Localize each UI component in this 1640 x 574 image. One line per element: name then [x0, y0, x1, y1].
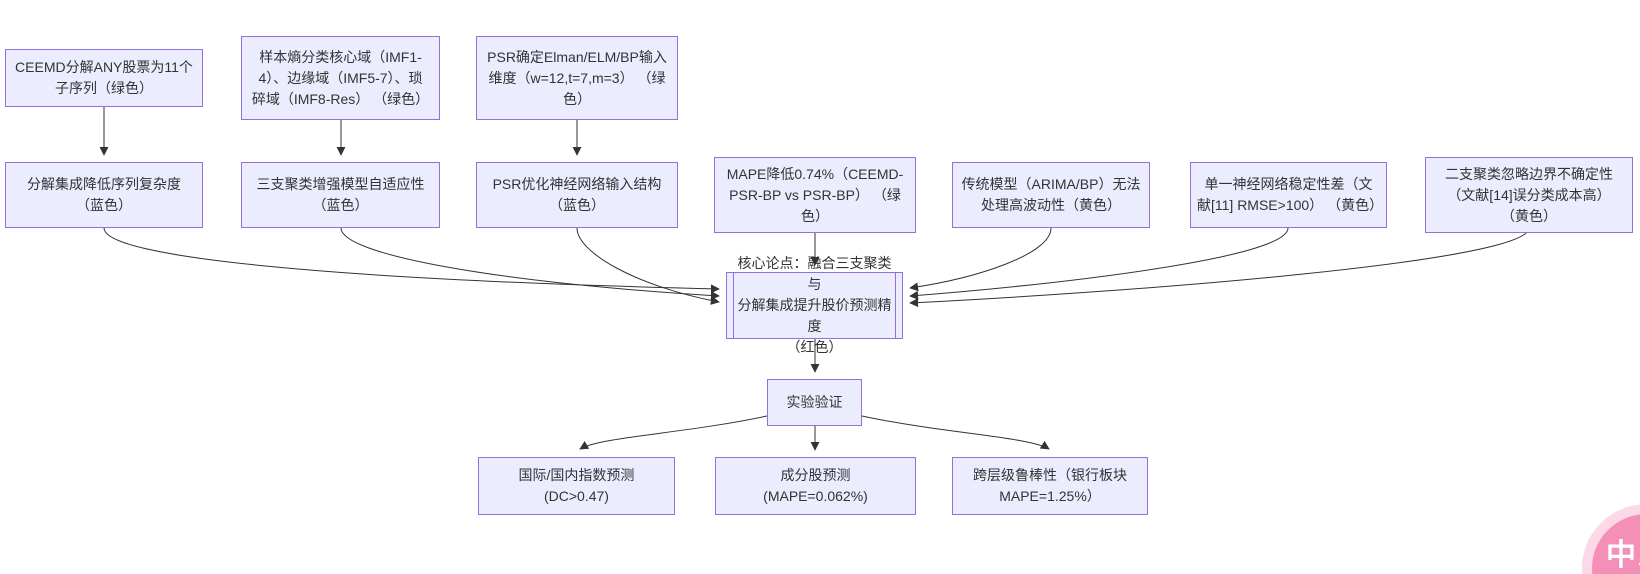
- node-stock-prediction: 成分股预测 (MAPE=0.062%): [715, 457, 916, 515]
- node-psr-dimension: PSR确定Elman/ELM/BP输入 维度（w=12,t=7,m=3） （绿 …: [476, 36, 678, 120]
- edge-decomposition-to-core: [103, 227, 720, 294]
- node-psr-benefit: PSR优化神经网络输入结构 （蓝色）: [476, 162, 678, 228]
- edge-psrbenefit-to-core: [576, 227, 720, 305]
- edge-experiment-to-robustness: [861, 415, 1050, 450]
- node-binary-cluster-limit: 二支聚类忽略边界不确定性 （文献[14]误分类成本高） （黄色）: [1425, 157, 1633, 233]
- node-experiment: 实验验证: [767, 379, 862, 426]
- edge-threeway-to-core: [340, 227, 720, 300]
- edge-traditional-to-core: [909, 227, 1052, 292]
- node-robustness: 跨层级鲁棒性（银行板块 MAPE=1.25%）: [952, 457, 1148, 515]
- node-ceemd-decompose: CEEMD分解ANY股票为11个 子序列（绿色）: [5, 49, 203, 107]
- node-traditional-limit: 传统模型（ARIMA/BP）无法 处理高波动性（黄色）: [952, 162, 1150, 228]
- node-decomposition-benefit: 分解集成降低序列复杂度 （蓝色）: [5, 162, 203, 228]
- translate-badge-button[interactable]: 中A: [1592, 514, 1640, 574]
- node-three-way-benefit: 三支聚类增强模型自适应性 （蓝色）: [241, 162, 440, 228]
- node-mape-improvement: MAPE降低0.74%（CEEMD- PSR-BP vs PSR-BP） （绿 …: [714, 157, 916, 233]
- node-sample-entropy: 样本熵分类核心域（IMF1- 4）、边缘域（IMF5-7）、琐 碎域（IMF8-…: [241, 36, 440, 120]
- edge-experiment-to-index: [579, 415, 768, 450]
- node-index-prediction: 国际/国内指数预测 (DC>0.47): [478, 457, 675, 515]
- node-single-nn-limit: 单一神经网络稳定性差（文 献[11] RMSE>100） （黄色）: [1190, 162, 1387, 228]
- edge-binarycluster-to-core: [909, 227, 1530, 308]
- edge-singlenn-to-core: [909, 227, 1289, 300]
- node-core-thesis: 核心论点：融合三支聚类与 分解集成提升股价预测精度 （红色）: [726, 255, 903, 355]
